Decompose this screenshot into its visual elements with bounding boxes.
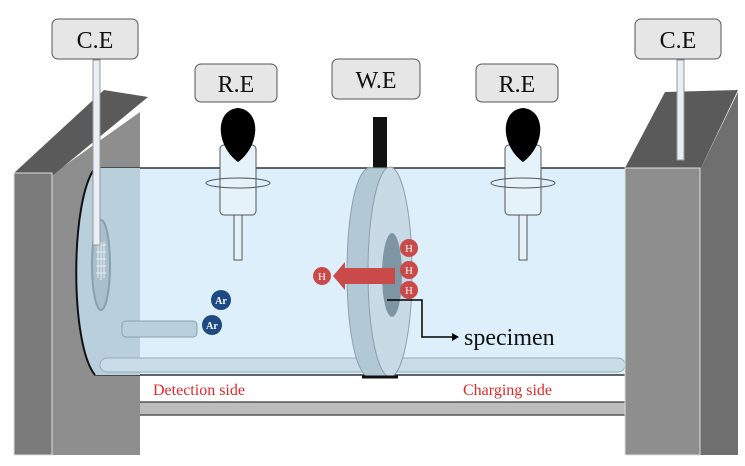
ce-left-box: C.E — [51, 18, 139, 60]
svg-text:W.E: W.E — [355, 68, 396, 94]
charging-side-label: Charging side — [463, 382, 552, 399]
right-plate-front — [624, 167, 701, 456]
detection-side-label: Detection side — [153, 382, 245, 399]
hydrogen-flow-arrow — [333, 262, 395, 290]
svg-text:R.E: R.E — [218, 72, 255, 98]
right-ce-wire — [676, 59, 685, 161]
specimen-label: specimen — [464, 325, 555, 351]
support-rod — [57, 401, 634, 416]
re-left-box: R.E — [194, 63, 278, 103]
svg-text:C.E: C.E — [660, 28, 697, 54]
svg-text:C.E: C.E — [77, 28, 114, 54]
svg-text:H: H — [318, 271, 326, 283]
mesh-counter-electrode — [91, 59, 111, 311]
svg-text:H: H — [405, 265, 413, 277]
reference-electrode-right — [490, 108, 556, 261]
re-right-box: R.E — [475, 63, 559, 103]
svg-text:Ar: Ar — [215, 296, 227, 307]
argon-atoms: Ar Ar — [202, 290, 231, 335]
svg-text:H: H — [405, 243, 413, 255]
argon-inlet-tube — [121, 320, 198, 338]
svg-text:R.E: R.E — [499, 72, 536, 98]
working-electrode-rod — [373, 117, 387, 169]
arrowhead — [452, 333, 459, 341]
specimen-pointer — [387, 299, 452, 338]
svg-text:Ar: Ar — [206, 321, 218, 332]
reference-electrode-left — [205, 108, 271, 261]
ce-right-box: C.E — [634, 18, 722, 60]
svg-text:H: H — [405, 285, 413, 297]
hydrogen-atoms: H H H H — [313, 239, 418, 299]
we-box: W.E — [331, 58, 421, 100]
